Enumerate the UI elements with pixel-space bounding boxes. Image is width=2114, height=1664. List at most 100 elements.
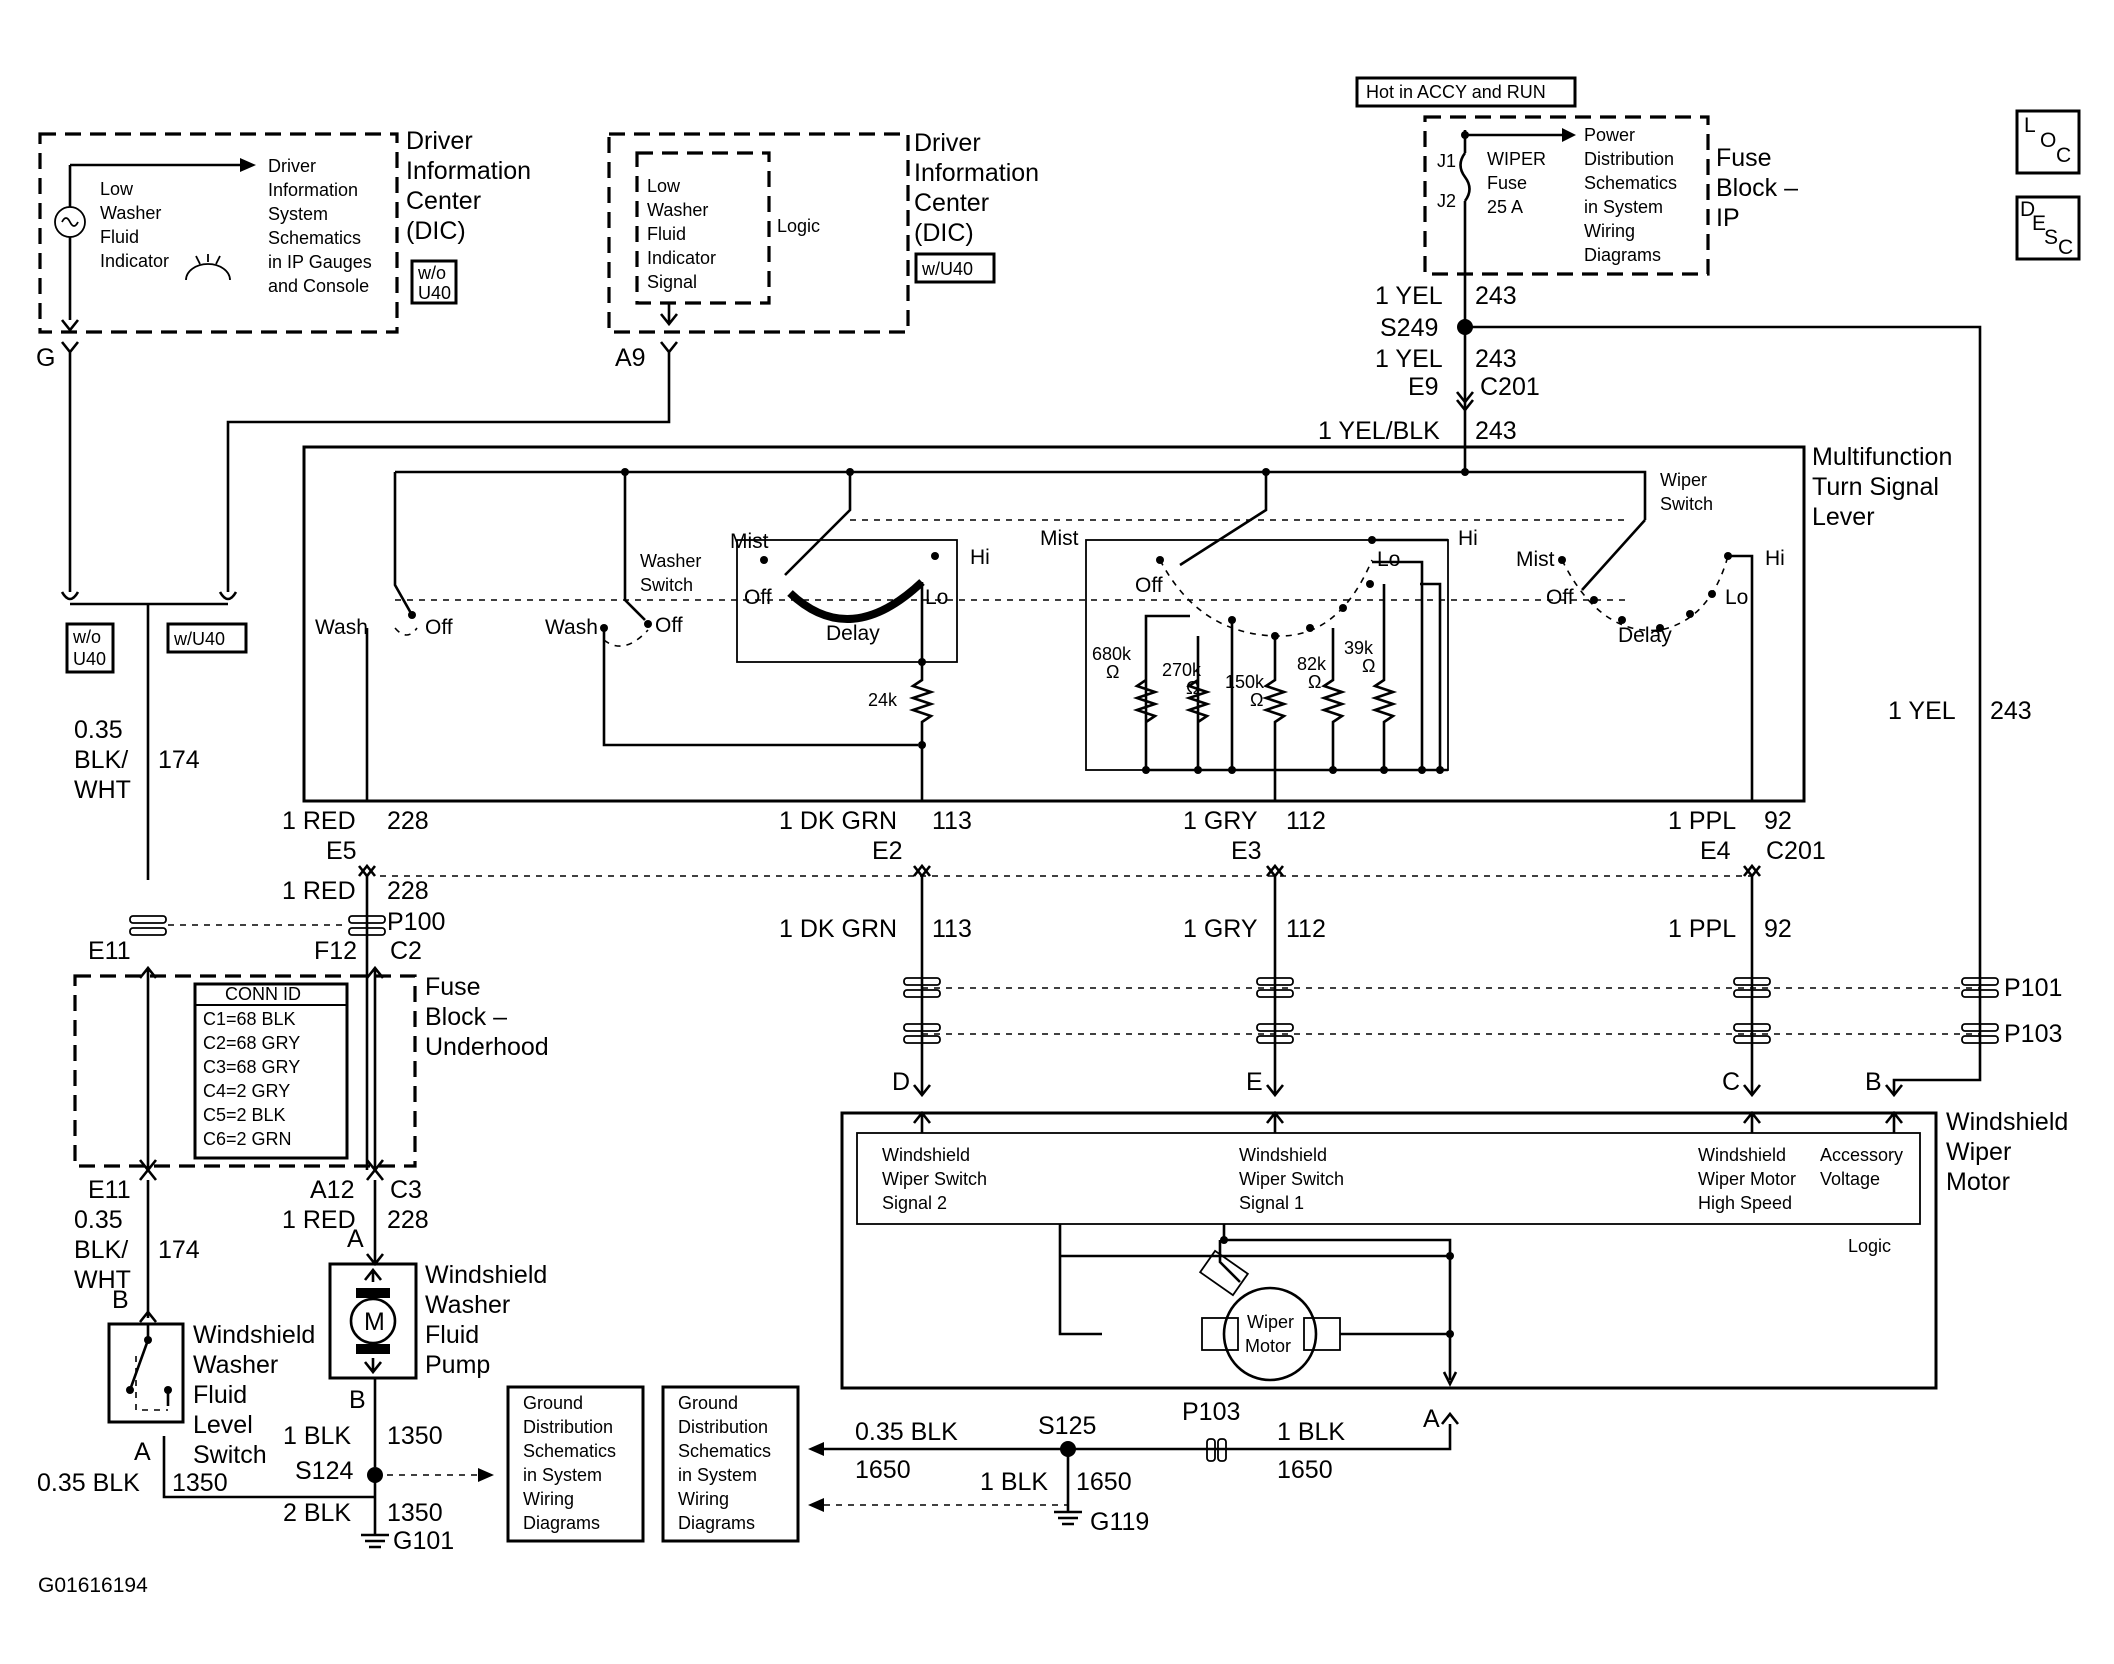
wire-92-up [1728, 554, 1754, 800]
dic-left-pin-arrow [60, 319, 80, 333]
dic-left: Driver Information Center (DIC) Low Wash… [38, 127, 531, 334]
resistor-680k-label: 680k [1092, 644, 1132, 664]
connector-p101-label: P101 [2004, 974, 2062, 1002]
multifunction-lever: Multifunction Turn Signal Lever Wiper Sw… [302, 420, 1959, 803]
svg-text:D: D [2020, 198, 2035, 221]
dic-right-logic: Logic [777, 216, 820, 236]
wiper-pin-e: E [1246, 1068, 1263, 1096]
option-w-box [166, 622, 248, 654]
wiper-motor-right-pole [1303, 1317, 1341, 1351]
resistor-24k [908, 662, 936, 745]
wiper-logic-box [856, 1132, 1921, 1225]
wiper-pin-symbols [912, 1084, 1904, 1098]
wiper-accessory-voltage-label: Accessory Voltage [1820, 1145, 1908, 1189]
wiper-pin-b: B [1865, 1068, 1882, 1096]
level-switch-title: Windshield Washer Fluid Level Switch [193, 1321, 322, 1469]
wire-blk-1650-b-circuit: 1650 [1076, 1468, 1132, 1496]
wire-dkgrn-113-circuit: 113 [932, 807, 972, 835]
delay-2-blade [1179, 472, 1268, 567]
lo-1-label: Lo [925, 586, 948, 609]
pump-pin-b: B [349, 1386, 366, 1414]
ground-g119-label: G119 [1090, 1508, 1149, 1536]
wire-yel-blk-color: 1 YEL/BLK [1318, 417, 1440, 445]
svg-text:O: O [2040, 129, 2056, 152]
wiper-logic-label: Logic [1848, 1236, 1891, 1256]
ground-ref-right-arrow-icon [808, 1442, 824, 1456]
lo-2-label: Lo [1377, 548, 1400, 571]
wiper-motor-icon [1222, 1286, 1318, 1382]
pin-e4: E4 [1700, 837, 1731, 865]
hi-3-label: Hi [1765, 547, 1785, 570]
resistor-680k [1132, 614, 1190, 770]
wiper-brush [1198, 1249, 1250, 1297]
desc-icon[interactable]: D E S C [2015, 195, 2081, 261]
wire-red-228-circuit: 228 [387, 807, 429, 835]
fuse-block-underhood: Fuse Block – Underhood CONN ID C1=68 BLK… [73, 965, 549, 1173]
delay-1-box [736, 539, 958, 663]
delay-2-hi-lo-leads [1372, 538, 1448, 770]
delay-1-blade [784, 472, 852, 576]
wire-blk-1350-b-color: 2 BLK [283, 1499, 351, 1527]
delay-2-arc [1159, 559, 1373, 637]
option-wo-box [65, 622, 115, 674]
ground-ref-left-label: Ground Distribution Schematics in System… [523, 1393, 621, 1533]
mist-2-label: Mist [1040, 527, 1079, 550]
wiper-switch-arc [1561, 555, 1729, 632]
hi-1-label: Hi [970, 546, 990, 569]
wire-g-down [60, 341, 80, 592]
wiper-motor-pin-a-symbol [1440, 1411, 1460, 1425]
connector-c201-top-symbol [1455, 391, 1475, 413]
dic-left-outline [38, 132, 399, 334]
wire-gry-112-color: 1 GRY [1183, 807, 1258, 835]
wire-blk-1350-a-color: 1 BLK [283, 1422, 351, 1450]
connector-p103-lower-label: P103 [1182, 1398, 1240, 1426]
splice-s249-label: S249 [1380, 314, 1438, 342]
connector-c201-top-label: C201 [1480, 373, 1540, 401]
wire-174-lower-size-color: 0.35 BLK/ WHT [74, 1206, 135, 1294]
off-3-label: Off [1546, 586, 1574, 609]
loc-icon[interactable]: L O C [2015, 109, 2081, 175]
washer-symbol-icon [185, 254, 231, 281]
pin-f12: F12 [314, 937, 357, 965]
wiper-motor-pin-a: A [1423, 1405, 1440, 1433]
option-wo-label: w/o U40 [72, 627, 106, 669]
wire-gry-112-circuit: 112 [1286, 807, 1326, 835]
pump-motor-symbol: M [364, 1308, 385, 1336]
wire-yel-right-color: 1 YEL [1888, 697, 1956, 725]
level-switch-outline [107, 1322, 185, 1424]
motor-icon [349, 1297, 397, 1345]
level-switch-pin-a: A [134, 1438, 151, 1466]
ground-g101-label: G101 [393, 1527, 454, 1555]
resistor-39k-unit: Ω [1362, 656, 1375, 676]
ground-ref-right-box [661, 1385, 800, 1543]
wire-blk-1650-a-circuit: 1650 [855, 1456, 911, 1484]
pin-e5: E5 [326, 837, 357, 865]
resistor-82k-label: 82k [1297, 654, 1327, 674]
pin-c3: C3 [390, 1176, 422, 1204]
dic-right-pin-a9: A9 [615, 344, 646, 372]
off-d2-label: Off [1135, 574, 1163, 597]
washer-switch-1-arc [394, 627, 418, 636]
pin-e3: E3 [1231, 837, 1262, 865]
c201-pin-e3-symbol [1265, 863, 1285, 879]
wire-ppl-92-circuit: 92 [1764, 807, 1792, 835]
lever-title: Multifunction Turn Signal Lever [1812, 443, 1959, 531]
wire-243-to-b [1892, 980, 1982, 1095]
wire-a9 [226, 341, 679, 592]
resistor-82k-unit: Ω [1308, 672, 1321, 692]
pump-title: Windshield Washer Fluid Pump [425, 1261, 554, 1379]
off-1-label: Off [425, 616, 453, 639]
low-washer-fluid-indicator-label: Low Washer Fluid Indicator [100, 179, 169, 271]
wire-174-lower-circuit: 174 [158, 1236, 200, 1264]
hi-2-label: Hi [1458, 527, 1478, 550]
wire-level-switch-ground [162, 1436, 375, 1499]
wash-1-label: Wash [315, 616, 368, 639]
conn-id-rows: C1=68 BLK C2=68 GRY C3=68 GRY C4=2 GRY C… [203, 1009, 305, 1149]
off-2-label: Off [655, 614, 683, 637]
resistor-680k-unit: Ω [1106, 662, 1119, 682]
bus-node-4 [1461, 468, 1469, 476]
wire-yel-right-circuit: 243 [1990, 697, 2032, 725]
mist-1-label: Mist [730, 530, 769, 553]
hot-label-box [1355, 76, 1577, 108]
